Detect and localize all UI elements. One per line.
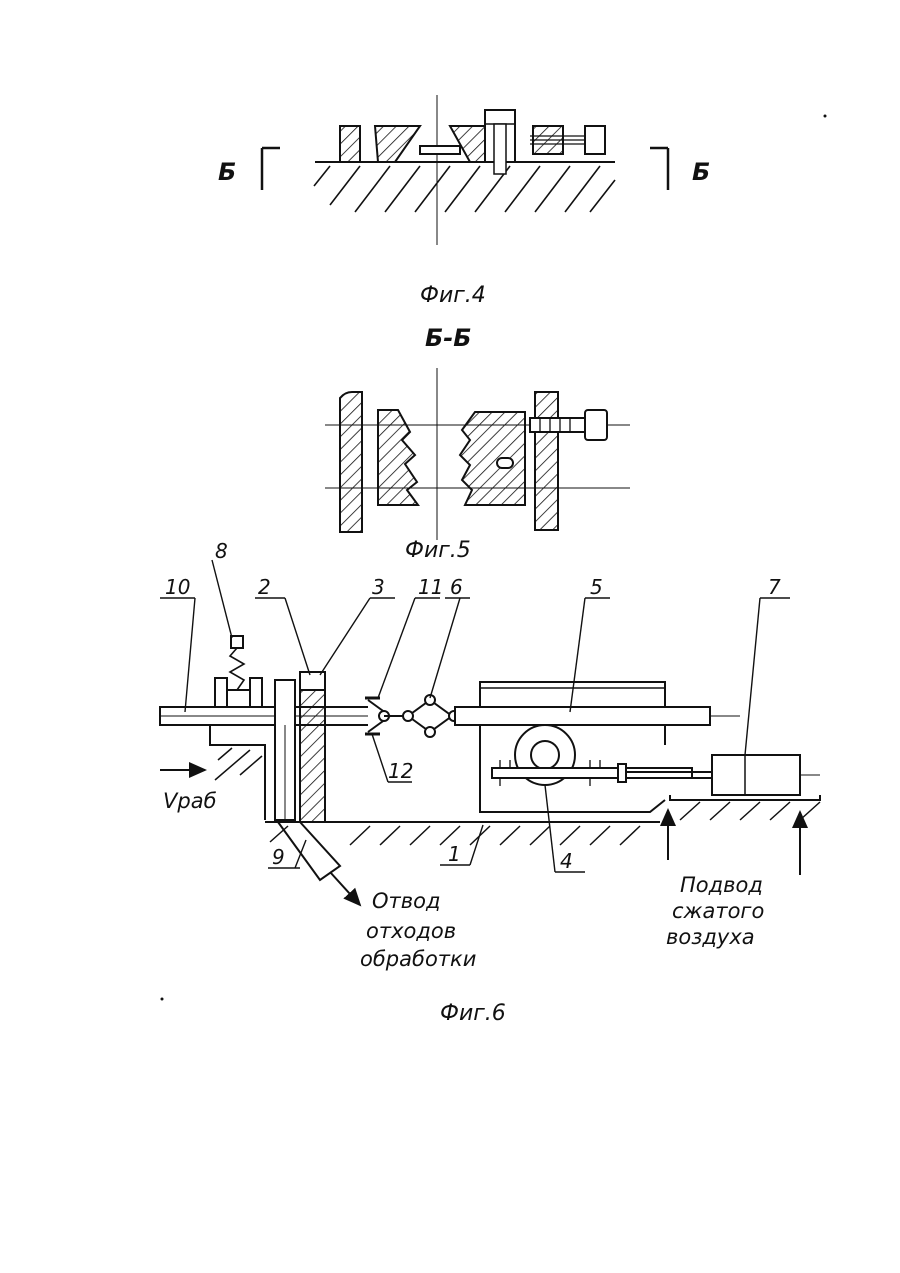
fig4-left-tool [375,126,420,162]
part-label-10: 10 [165,575,190,599]
waste-outlet-line-2: отходов [366,919,456,943]
caption-fig5: Фиг.5 [405,538,471,563]
caption-fig6: Фиг.6 [440,1001,506,1026]
waste-outlet-line-1: Отвод [372,889,441,913]
left-ground-hatch [215,748,262,780]
fig4-section-mark-left [262,148,280,190]
fig4-section-mark-right [650,148,668,190]
fig5-left-bar [340,392,362,532]
fig5-screw-shank [530,418,588,432]
guide-post-mid [250,678,262,707]
toggle-linkage [384,700,452,732]
section-letter-right: Б [692,158,710,186]
part-label-8: 8 [215,539,228,563]
pinion-inner [531,741,559,769]
part-label-7: 7 [768,575,781,599]
part-label-6: 6 [450,575,463,599]
fig4-ground-hatching [314,166,615,212]
caption-fig4: Фиг.4 [420,283,486,308]
fig5-right-die [460,412,525,505]
spring-cage [227,690,250,707]
velocity-label: Vраб [163,789,217,813]
air-supply-line-3: воздуха [666,925,755,949]
scan-speck [161,998,164,1001]
fig5-die-slot [497,458,513,468]
waste-outlet-line-3: обработки [360,947,476,971]
section-title: Б-Б [425,324,472,352]
spring-cap [231,636,243,648]
part-label-12: 12 [388,759,413,783]
part-label-1: 1 [448,842,461,866]
cutter-3 [300,672,325,822]
air-supply-note: Подвод сжатого воздуха [666,873,764,949]
part-label-11: 11 [418,575,443,599]
part-label-2: 2 [258,575,271,599]
guide-post-left [215,678,227,707]
waste-chute [278,822,340,880]
air-supply-line-1: Подвод [680,873,763,897]
fig5-left-die [378,410,418,505]
fig5-screw-head [585,410,607,440]
pneumatic-cylinder [712,755,800,795]
figure-6 [160,560,820,905]
air-supply-line-2: сжатого [672,899,764,923]
waste-outlet-note: Отвод отходов обработки [360,889,476,971]
spring [230,648,244,690]
part-label-3: 3 [372,575,385,599]
figure-4 [262,95,668,245]
fig4-clamp-pin [494,124,506,174]
part-label-4: 4 [560,849,573,873]
fig5-right-bar [535,392,558,530]
left-support [210,725,265,820]
part-label-5: 5 [590,575,603,599]
waste-arrow [330,872,360,905]
part-label-9: 9 [272,845,285,869]
fig4-guide-rod [420,146,460,154]
fig4-left-jaw [340,126,360,162]
figure-5 [325,368,630,540]
drive-rod [455,707,710,725]
section-letter-left: Б [218,158,236,186]
fig4-screw-head [585,126,605,154]
scan-speck [824,115,827,118]
